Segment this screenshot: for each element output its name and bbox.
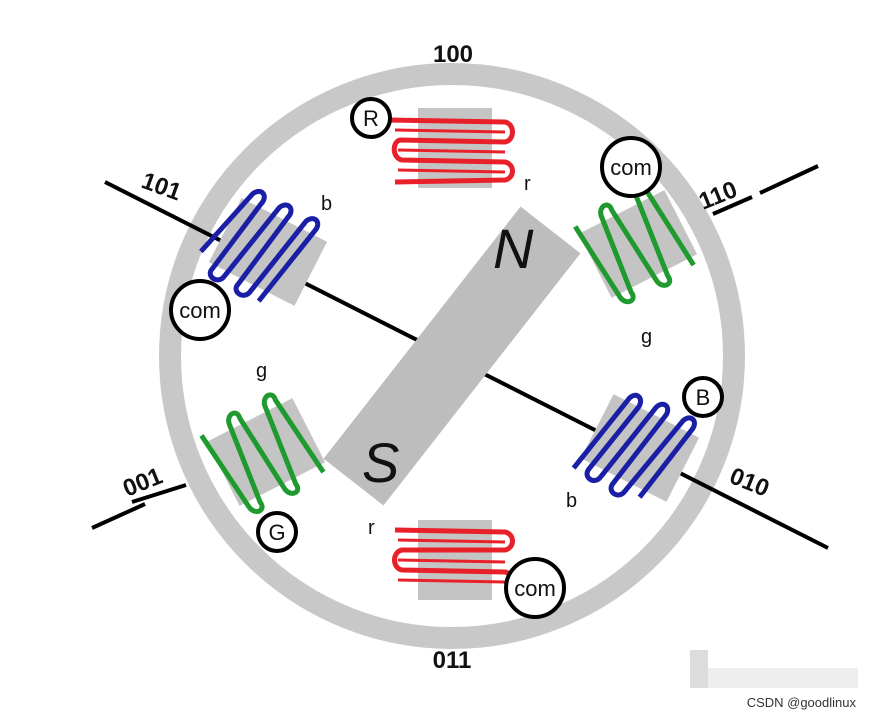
- watermark: CSDN @goodlinux: [690, 650, 858, 710]
- axis-tick-110: [759, 164, 819, 195]
- terminal-b-lower: b: [566, 490, 577, 512]
- axis-tick-001-under: [131, 483, 187, 504]
- terminal-b-upper: b: [321, 193, 332, 215]
- rotor-south-label: S: [362, 431, 399, 494]
- rotor-north-label: N: [493, 217, 534, 280]
- terminal-r-lower: r: [368, 517, 375, 539]
- coil-red-top: [387, 108, 515, 188]
- terminal-com-bottom: com: [504, 557, 566, 619]
- svg-text:com: com: [179, 298, 221, 323]
- svg-text:com: com: [514, 576, 556, 601]
- coil-red-bottom: [392, 520, 520, 600]
- axis-tick-001: [91, 502, 146, 530]
- terminal-B: B: [682, 376, 724, 418]
- terminal-com-upper-left: com: [169, 279, 231, 341]
- state-label-011: 011: [433, 647, 472, 674]
- coil-green-lower-left: [199, 392, 326, 514]
- rotor-magnet: [323, 206, 581, 506]
- state-label-010: 010: [726, 463, 773, 503]
- axis-tick-110-under: [712, 195, 753, 216]
- terminal-G: G: [256, 511, 298, 553]
- state-label-110: 110: [695, 176, 741, 216]
- svg-text:R: R: [363, 106, 379, 131]
- svg-text:CSDN @goodlinux: CSDN @goodlinux: [747, 695, 857, 710]
- terminal-g-lower: g: [641, 326, 652, 348]
- svg-text:G: G: [268, 520, 285, 545]
- terminal-com-upper-right: com: [600, 136, 662, 198]
- svg-text:B: B: [696, 385, 711, 410]
- stator-ring: [159, 63, 745, 649]
- terminal-r-upper: r: [524, 173, 531, 195]
- state-label-001: 001: [119, 463, 166, 503]
- coil-blue-upper-left: [199, 188, 328, 306]
- coil-blue-lower-right: [571, 392, 700, 502]
- terminal-g-upper: g: [256, 360, 267, 382]
- svg-text:com: com: [610, 155, 652, 180]
- state-label-100: 100: [433, 41, 473, 68]
- terminal-R: R: [350, 97, 392, 139]
